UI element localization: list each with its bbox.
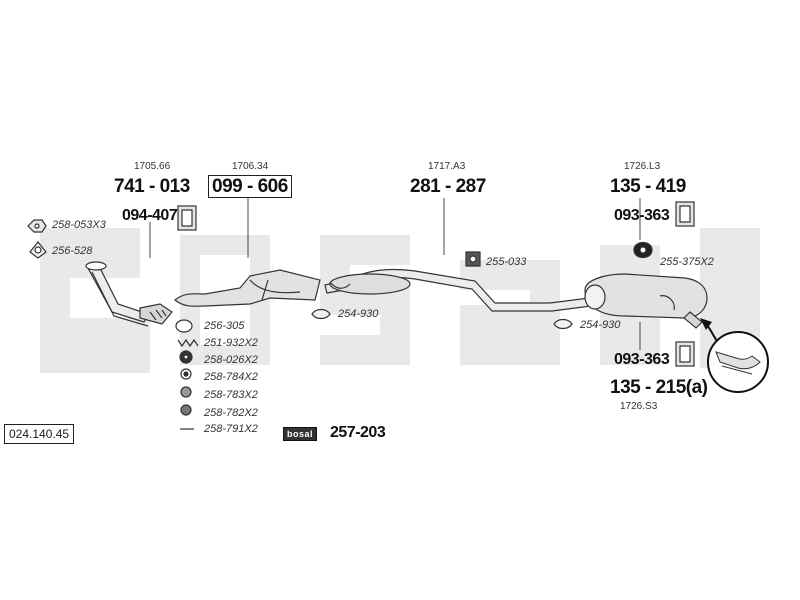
rear-upper-ref: 1726.L3 [624,161,661,172]
rear-upper-mount-number: 093-363 [614,207,670,224]
front-pipe [85,261,173,327]
middle-number: 281 - 287 [410,176,486,197]
front-pipe-mount-number: 094-407 [122,207,178,224]
rear-lower-ref: 1726.S3 [620,401,658,412]
accessory-label: 254-930 [580,319,621,331]
accessory-label: 251-932X2 [204,337,258,349]
front-pipe-number: 741 - 013 [114,176,190,197]
rear-silencer [584,273,708,329]
accessory-label: 258-026X2 [204,354,258,366]
spring-icon [177,338,199,348]
accessory-label: 258-783X2 [204,389,258,401]
clamp-icon [311,308,331,320]
catalytic-number: 099 - 606 [208,175,292,198]
clamp-icon [553,318,573,330]
accessory-label: 258-053X3 [52,219,106,231]
accessory-label: 258-791X2 [204,423,258,435]
nut-stack-icon [180,404,192,416]
middle-ref: 1717.A3 [428,161,466,172]
accessory-label: 258-782X2 [204,407,258,419]
tailpipe-detail [707,331,769,393]
accessory-label: 258-784X2 [204,371,258,383]
ring-icon [175,319,193,333]
accessory-label: 254-930 [338,308,379,320]
accessory-label: 256-305 [204,320,245,332]
catalytic-converter [174,269,321,307]
catalog-number: 024.140.45 [4,424,75,444]
rear-upper-number: 135 - 419 [610,176,686,197]
detail-arrow-head [700,318,712,330]
accessory-label: 255-375X2 [660,256,714,268]
bosal-kit-tag: bosal [283,427,318,441]
rear-lower-number: 135 - 215(a) [610,377,708,398]
rear-lower-mount-number: 093-363 [614,351,670,368]
accessory-label: 255-033 [486,256,527,268]
front-pipe-ref: 1705.66 [134,161,171,172]
accessory-icons [27,201,695,430]
catalytic-ref: 1706.34 [232,161,269,172]
leader-lines [149,198,641,350]
kit-number: 257-203 [330,424,386,441]
accessory-label: 256-528 [52,245,93,257]
nut-icon [180,386,192,398]
